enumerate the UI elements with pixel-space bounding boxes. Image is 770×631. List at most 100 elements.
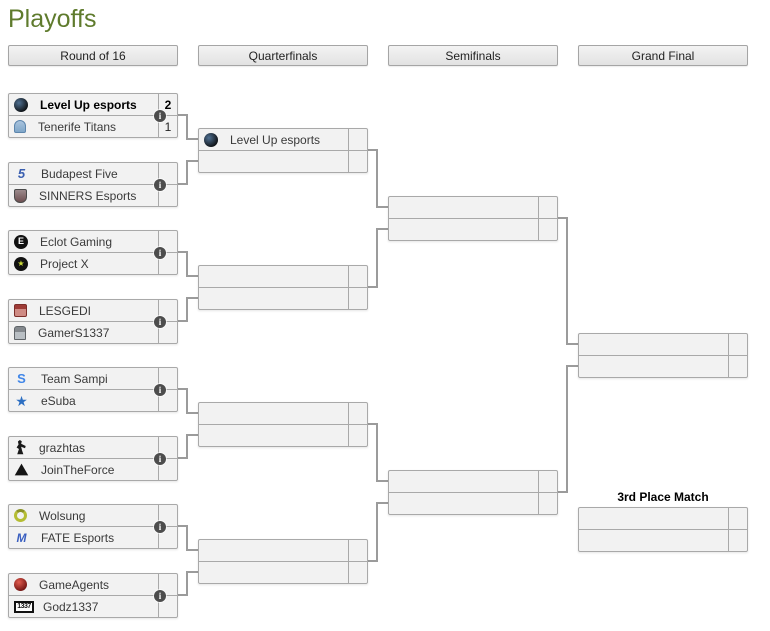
team-score <box>158 185 177 206</box>
qf-match-4 <box>198 539 368 584</box>
match-info-icon[interactable]: i <box>154 179 166 191</box>
lesgedi-logo-icon[interactable] <box>14 304 27 317</box>
team-score <box>538 219 557 240</box>
team-row: GameAgents <box>8 573 178 596</box>
grazhtas-logo-icon[interactable] <box>16 440 26 455</box>
connector-line <box>368 228 388 288</box>
r16-match-4: LESGEDI GamerS1337 i <box>8 299 178 344</box>
sinners-esports-logo-icon[interactable] <box>14 188 27 203</box>
team-score <box>158 390 177 411</box>
team-name[interactable]: Budapest Five <box>41 166 118 181</box>
team-score <box>348 129 367 150</box>
third-place-label: 3rd Place Match <box>617 490 709 504</box>
team-score <box>158 368 177 389</box>
connector-line <box>178 434 198 459</box>
r16-match-1: Level Up esports 2 Tenerife Titans 1 i <box>8 93 178 138</box>
team-row <box>198 561 368 584</box>
team-score <box>538 471 557 492</box>
team-row <box>388 218 558 241</box>
match-info-icon[interactable]: i <box>154 247 166 259</box>
team-score <box>158 527 177 548</box>
team-score <box>158 437 177 458</box>
team-name[interactable]: grazhtas <box>39 440 86 455</box>
team-sampi-logo-icon[interactable]: S <box>17 371 26 386</box>
team-row: M FATE Esports <box>8 526 178 549</box>
team-score <box>728 356 747 377</box>
team-row: ★ Project X <box>8 252 178 275</box>
team-name[interactable]: Wolsung <box>39 508 86 523</box>
team-row: SINNERS Esports <box>8 184 178 207</box>
match-info-icon[interactable]: i <box>154 453 166 465</box>
team-score <box>158 163 177 184</box>
fate-esports-logo-icon[interactable]: M <box>16 530 27 545</box>
r16-match-8: GameAgents 1337 Godz1337 i <box>8 573 178 618</box>
team-score <box>158 231 177 252</box>
team-row: Wolsung <box>8 504 178 527</box>
qf-match-1: Level Up esports <box>198 128 368 173</box>
team-name[interactable]: Team Sampi <box>41 371 108 386</box>
eclot-gaming-logo-icon[interactable]: E <box>14 234 28 249</box>
connector-line <box>178 525 198 551</box>
sf-match-1 <box>388 196 558 241</box>
wolsung-logo-icon[interactable] <box>14 509 27 522</box>
connector-line <box>368 423 388 482</box>
team-row <box>578 529 748 552</box>
team-row <box>198 150 368 173</box>
team-row <box>578 333 748 356</box>
team-name[interactable]: SINNERS Esports <box>39 188 137 203</box>
jointheforce-logo-icon[interactable] <box>14 463 29 476</box>
team-score <box>158 322 177 343</box>
gamers1337-logo-icon[interactable] <box>14 325 26 340</box>
team-row <box>198 424 368 447</box>
esuba-logo-icon[interactable]: ★ <box>15 392 28 409</box>
team-name[interactable]: Tenerife Titans <box>38 119 117 134</box>
round-header-semifinals: Semifinals <box>388 45 558 66</box>
budapest-five-logo-icon[interactable]: 5 <box>17 166 26 181</box>
team-name[interactable]: Eclot Gaming <box>40 234 113 249</box>
team-row: Tenerife Titans 1 <box>8 115 178 138</box>
team-name[interactable]: Level Up esports <box>230 132 321 147</box>
team-score <box>348 151 367 172</box>
page-title: Playoffs <box>8 5 97 33</box>
team-name[interactable]: JoinTheForce <box>41 462 115 477</box>
team-name[interactable]: eSuba <box>41 393 76 408</box>
connector-line <box>178 251 198 277</box>
team-score <box>728 508 747 529</box>
team-name[interactable]: GameAgents <box>39 577 110 592</box>
team-row: GamerS1337 <box>8 321 178 344</box>
team-name[interactable]: FATE Esports <box>41 530 115 545</box>
team-score: 1 <box>158 116 177 137</box>
gameagents-logo-icon[interactable] <box>14 578 27 591</box>
team-row: ★ eSuba <box>8 389 178 412</box>
level-up-esports-logo-icon[interactable] <box>14 97 28 112</box>
team-name[interactable]: Godz1337 <box>43 599 99 614</box>
connector-line <box>178 297 198 322</box>
team-row: 5 Budapest Five <box>8 162 178 185</box>
connector-line <box>178 114 198 140</box>
team-row: Level Up esports <box>198 128 368 151</box>
team-row <box>388 470 558 493</box>
grand-final-match <box>578 333 748 378</box>
tenerife-titans-logo-icon[interactable] <box>14 120 26 133</box>
match-info-icon[interactable]: i <box>154 110 166 122</box>
round-header-quarterfinals: Quarterfinals <box>198 45 368 66</box>
team-row: JoinTheForce <box>8 458 178 481</box>
team-name[interactable]: Project X <box>40 256 89 271</box>
match-info-icon[interactable]: i <box>154 316 166 328</box>
team-row: Level Up esports 2 <box>8 93 178 116</box>
connector-line <box>368 502 388 562</box>
team-name[interactable]: GamerS1337 <box>38 325 110 340</box>
r16-match-3: E Eclot Gaming ★ Project X i <box>8 230 178 275</box>
team-score <box>348 288 367 309</box>
team-row: LESGEDI <box>8 299 178 322</box>
godz1337-logo-icon[interactable]: 1337 <box>14 600 34 613</box>
level-up-esports-logo-icon[interactable] <box>204 132 218 147</box>
team-name[interactable]: LESGEDI <box>39 303 92 318</box>
match-info-icon[interactable]: i <box>154 384 166 396</box>
match-info-icon[interactable]: i <box>154 521 166 533</box>
team-row <box>388 492 558 515</box>
match-info-icon[interactable]: i <box>154 590 166 602</box>
project-x-logo-icon[interactable]: ★ <box>14 256 28 271</box>
team-name[interactable]: Level Up esports <box>40 97 137 112</box>
team-row <box>198 287 368 310</box>
